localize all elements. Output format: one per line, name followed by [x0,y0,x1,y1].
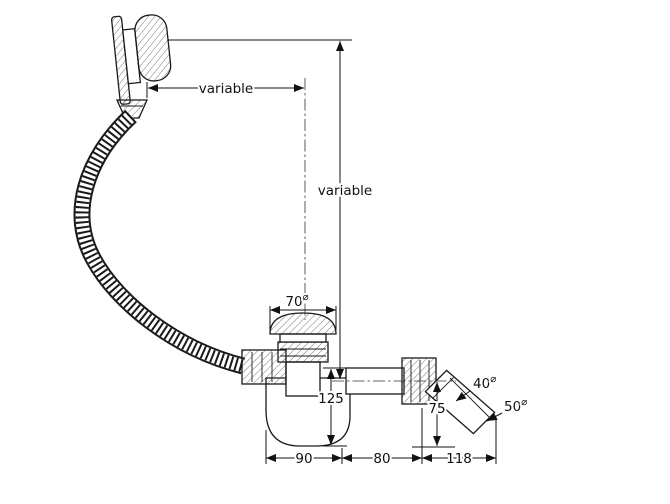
dimension-lines [146,39,503,464]
dim-outlet-drop: 75 [428,401,445,417]
diameter-symbol: ⌀ [490,374,496,385]
flexible-hose [73,109,246,375]
hose-union-nut [241,349,287,385]
centerlines [304,78,456,382]
diameter-symbol: ⌀ [521,397,527,408]
dimension-labels: variable variable 70⌀ 125 75 40⌀ 50⌀ 90 … [197,79,529,469]
overflow-knob [110,14,172,105]
dim-plug-diameter: 70⌀ [285,292,308,310]
dim-elbow-outer-diameter: 50⌀ [504,397,527,415]
dim-variable-vertical: variable [318,183,372,199]
dim-span-outlet: 118 [446,451,472,467]
dim-elbow-inner-diameter: 40⌀ [473,374,496,392]
waste-body [277,333,329,397]
dim-body-height: 125 [318,391,344,407]
dim-span-trap: 90 [295,451,312,467]
drain-plug-cap [269,312,337,335]
diameter-symbol: ⌀ [303,292,309,303]
dim-variable-horizontal: variable [199,81,253,97]
dim-span-pipe: 80 [373,451,390,467]
